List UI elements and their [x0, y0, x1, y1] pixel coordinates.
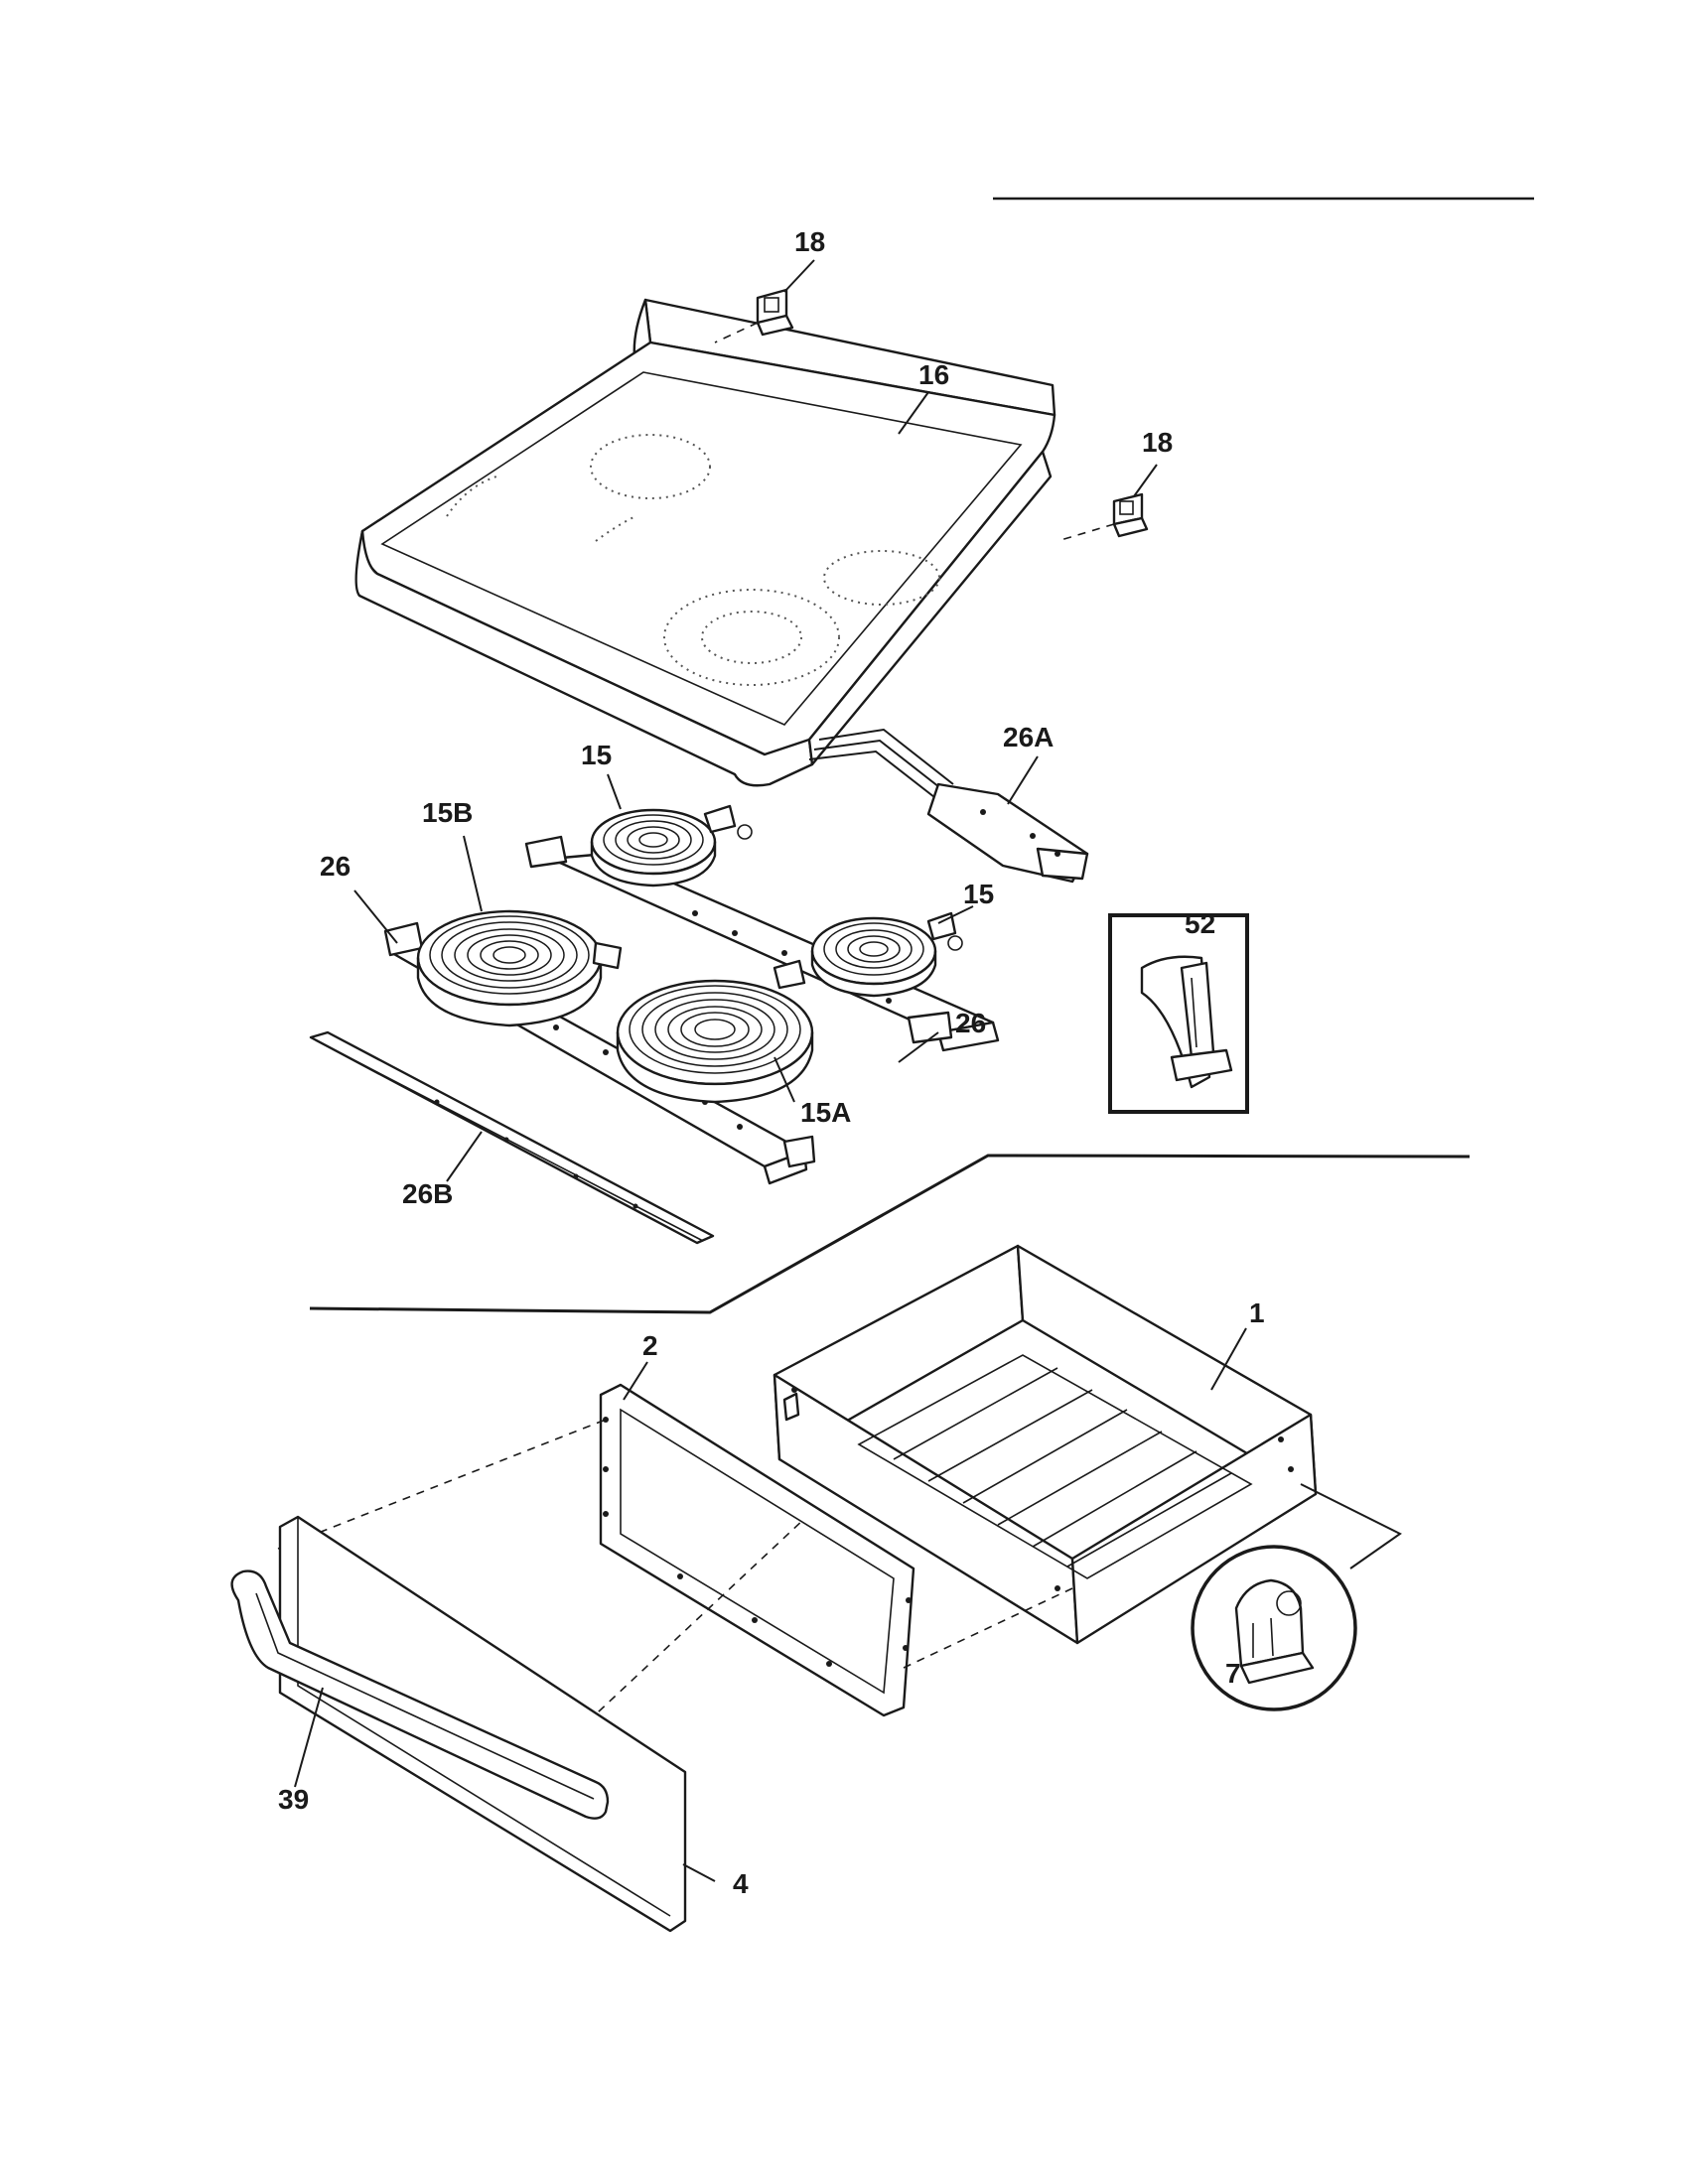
surface-element-15B-large: [416, 909, 623, 1027]
callout-26B: 26B: [402, 1178, 453, 1209]
surface-element-15-top: [590, 804, 753, 887]
inset-box-52: [1108, 913, 1249, 1114]
callout-1: 1: [1249, 1297, 1265, 1328]
surface-element-15-right: [810, 911, 963, 998]
callout-16: 16: [918, 359, 949, 390]
callout-18-right: 18: [1142, 427, 1173, 458]
callout-18-top: 18: [794, 226, 825, 257]
trim-strip-26B: [309, 1030, 715, 1245]
callout-52: 52: [1185, 908, 1215, 939]
leader-lines: [294, 259, 1247, 1882]
callout-15A: 15A: [800, 1097, 851, 1128]
drawer-handle-39: [230, 1570, 610, 1820]
callout-15-top: 15: [581, 740, 612, 770]
callout-2: 2: [642, 1330, 658, 1361]
callout-26-left: 26: [320, 851, 351, 882]
callout-26A: 26A: [1003, 722, 1054, 752]
surface-element-15A-large: [616, 959, 814, 1104]
drawer-front-4: [278, 1515, 687, 1933]
bracket-18-right: [1056, 492, 1149, 542]
drawer-front-panel-2: [599, 1383, 915, 1717]
callout-4: 4: [733, 1868, 749, 1899]
section-separator-line: [309, 1154, 1471, 1314]
inset-circle-7: [1191, 1483, 1402, 1711]
bracket-18-top: [714, 288, 794, 343]
callout-39: 39: [278, 1784, 309, 1815]
callout-26-right: 26: [955, 1008, 986, 1038]
callout-15-right: 15: [963, 879, 994, 909]
cooktop-glass-top: [354, 298, 1056, 787]
wire-harness-26A: [808, 728, 1089, 884]
storage-drawer-1: [773, 1244, 1318, 1645]
callout-15B: 15B: [422, 797, 473, 828]
callout-7: 7: [1225, 1658, 1241, 1689]
